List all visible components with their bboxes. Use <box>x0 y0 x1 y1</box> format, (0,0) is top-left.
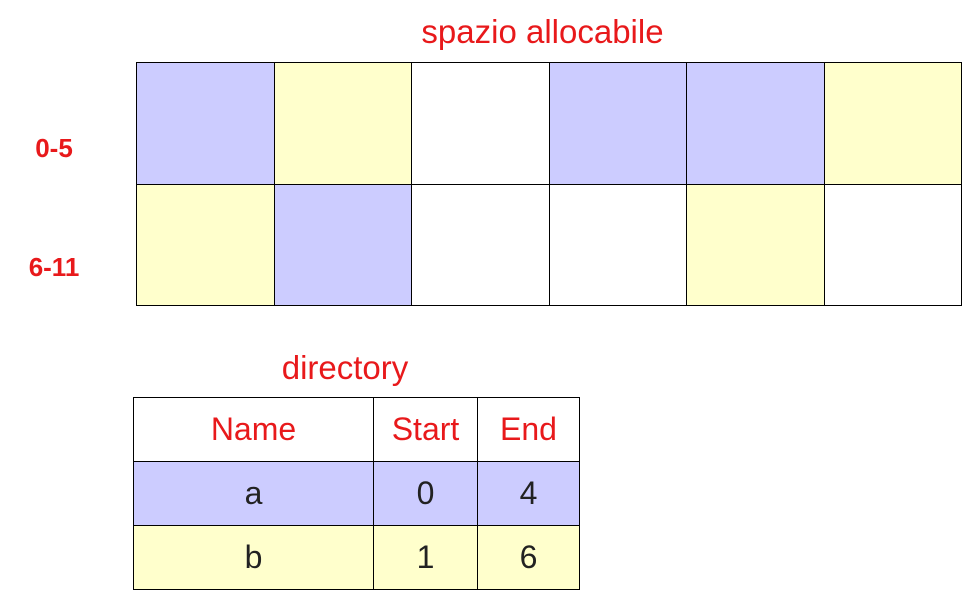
block-6 <box>137 184 275 306</box>
row-end: 6 <box>477 525 580 590</box>
block-11 <box>824 184 962 306</box>
allocation-block-grid <box>136 62 962 306</box>
block-4 <box>687 63 825 185</box>
row-label-6-11: 6-11 <box>28 252 80 282</box>
block-2 <box>412 63 550 185</box>
block-3 <box>549 63 687 185</box>
row-name: a <box>133 461 374 526</box>
block-9 <box>549 184 687 306</box>
row-start: 1 <box>373 525 478 590</box>
block-8 <box>412 184 550 306</box>
directory-title: directory <box>281 349 409 386</box>
allocation-title: spazio allocabile <box>421 13 664 50</box>
row-end: 4 <box>477 461 580 526</box>
directory-row-b: b 1 6 <box>133 525 580 590</box>
block-7 <box>274 184 412 306</box>
row-start: 0 <box>373 461 478 526</box>
row-label-0-5: 0-5 <box>35 133 73 163</box>
header-start: Start <box>373 397 478 462</box>
header-end: End <box>477 397 580 462</box>
directory-header-row: Name Start End <box>133 397 580 462</box>
directory-row-a: a 0 4 <box>133 461 580 526</box>
header-name: Name <box>133 397 374 462</box>
block-5 <box>824 63 962 185</box>
block-10 <box>687 184 825 306</box>
block-1 <box>274 63 412 185</box>
row-name: b <box>133 525 374 590</box>
directory-table: Name Start End a 0 4 b 1 6 <box>133 397 580 590</box>
block-0 <box>137 63 275 185</box>
